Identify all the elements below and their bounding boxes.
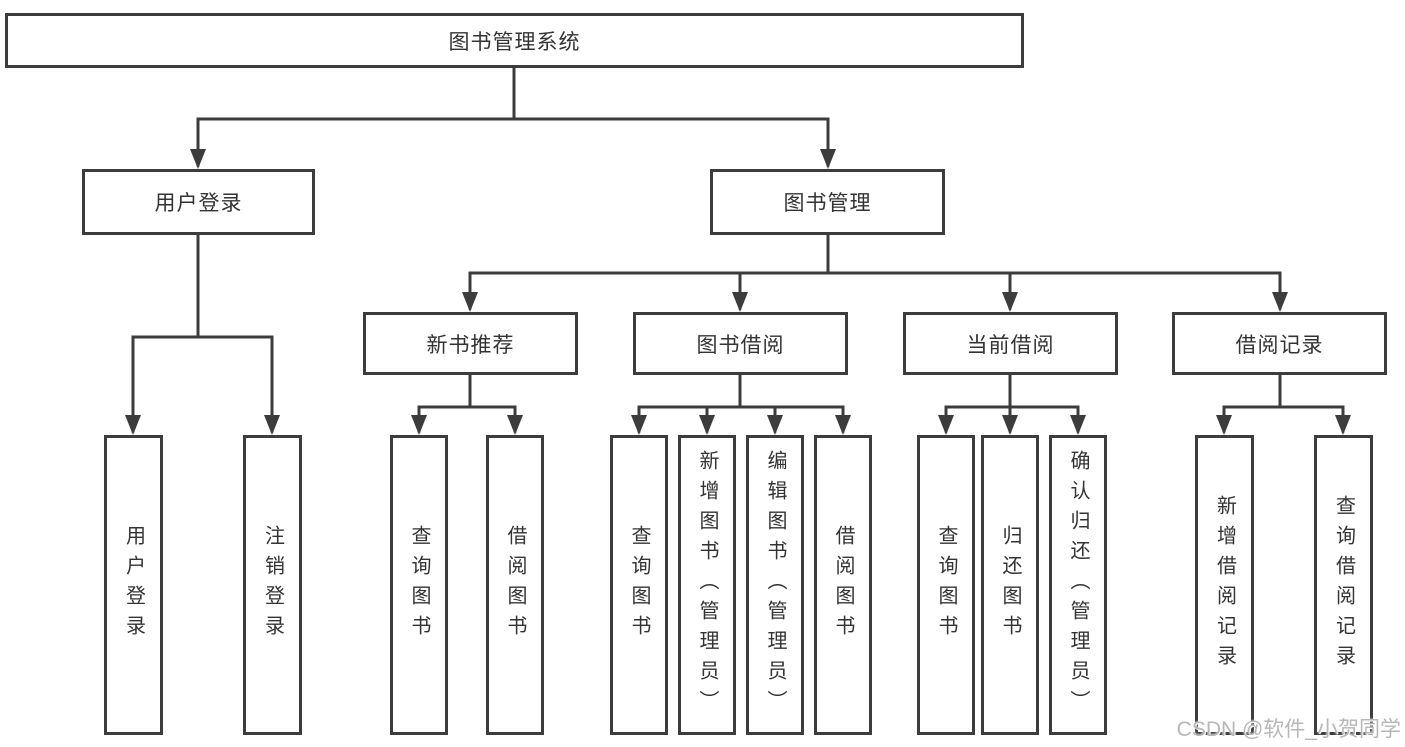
leaf-logout: 注销登录: [243, 435, 302, 735]
leaf-borrow-add-admin-label: 新增图书（管理员）: [696, 450, 718, 720]
node-borrow-records-label: 借阅记录: [1235, 333, 1324, 357]
node-user-login: 用户登录: [82, 169, 315, 235]
node-book-borrow-label: 图书借阅: [696, 333, 785, 357]
leaf-borrow-borrow: 借阅图书: [814, 435, 872, 735]
leaf-records-query-label: 查询借阅记录: [1332, 495, 1355, 675]
leaf-current-confirm-admin-label: 确认归还（管理员）: [1067, 450, 1089, 720]
leaf-newbooks-query: 查询图书: [390, 435, 448, 735]
node-borrow-records: 借阅记录: [1172, 312, 1387, 375]
leaf-borrow-query: 查询图书: [610, 435, 668, 735]
leaf-borrow-edit-admin: 编辑图书（管理员）: [746, 435, 804, 735]
leaf-records-add-label: 新增借阅记录: [1213, 495, 1236, 675]
connector-segments: [131, 66, 1345, 433]
node-root-label: 图书管理系统: [448, 30, 581, 54]
leaf-current-return: 归还图书: [981, 435, 1039, 735]
node-current-borrow-label: 当前借阅: [966, 333, 1055, 357]
node-new-book-recommend: 新书推荐: [363, 312, 578, 375]
leaf-borrow-query-label: 查询图书: [628, 525, 650, 645]
leaf-newbooks-query-label: 查询图书: [408, 525, 430, 645]
leaf-user-login-label: 用户登录: [122, 525, 145, 645]
leaf-newbooks-borrow-label: 借阅图书: [504, 525, 526, 645]
leaf-borrow-borrow-label: 借阅图书: [832, 525, 854, 645]
leaf-records-add: 新增借阅记录: [1195, 435, 1254, 735]
leaf-borrow-edit-admin-label: 编辑图书（管理员）: [764, 450, 786, 720]
node-root: 图书管理系统: [5, 13, 1024, 68]
leaf-current-return-label: 归还图书: [999, 525, 1021, 645]
leaf-records-query: 查询借阅记录: [1314, 435, 1373, 735]
leaf-borrow-add-admin: 新增图书（管理员）: [678, 435, 736, 735]
node-book-management: 图书管理: [710, 169, 945, 235]
leaf-current-query-label: 查询图书: [935, 525, 957, 645]
node-new-book-recommend-label: 新书推荐: [426, 333, 515, 357]
leaf-user-login: 用户登录: [104, 435, 163, 735]
node-user-login-label: 用户登录: [154, 192, 243, 215]
arrowheads: [125, 149, 1351, 435]
leaf-newbooks-borrow: 借阅图书: [486, 435, 544, 735]
node-current-borrow: 当前借阅: [903, 312, 1118, 375]
node-book-management-label: 图书管理: [783, 192, 872, 215]
csdn-watermark: CSDN @软件_小贺同学: [1176, 718, 1401, 741]
leaf-logout-label: 注销登录: [261, 525, 284, 645]
leaf-current-query: 查询图书: [917, 435, 975, 735]
leaf-current-confirm-admin: 确认归还（管理员）: [1049, 435, 1107, 735]
node-book-borrow: 图书借阅: [633, 312, 848, 375]
